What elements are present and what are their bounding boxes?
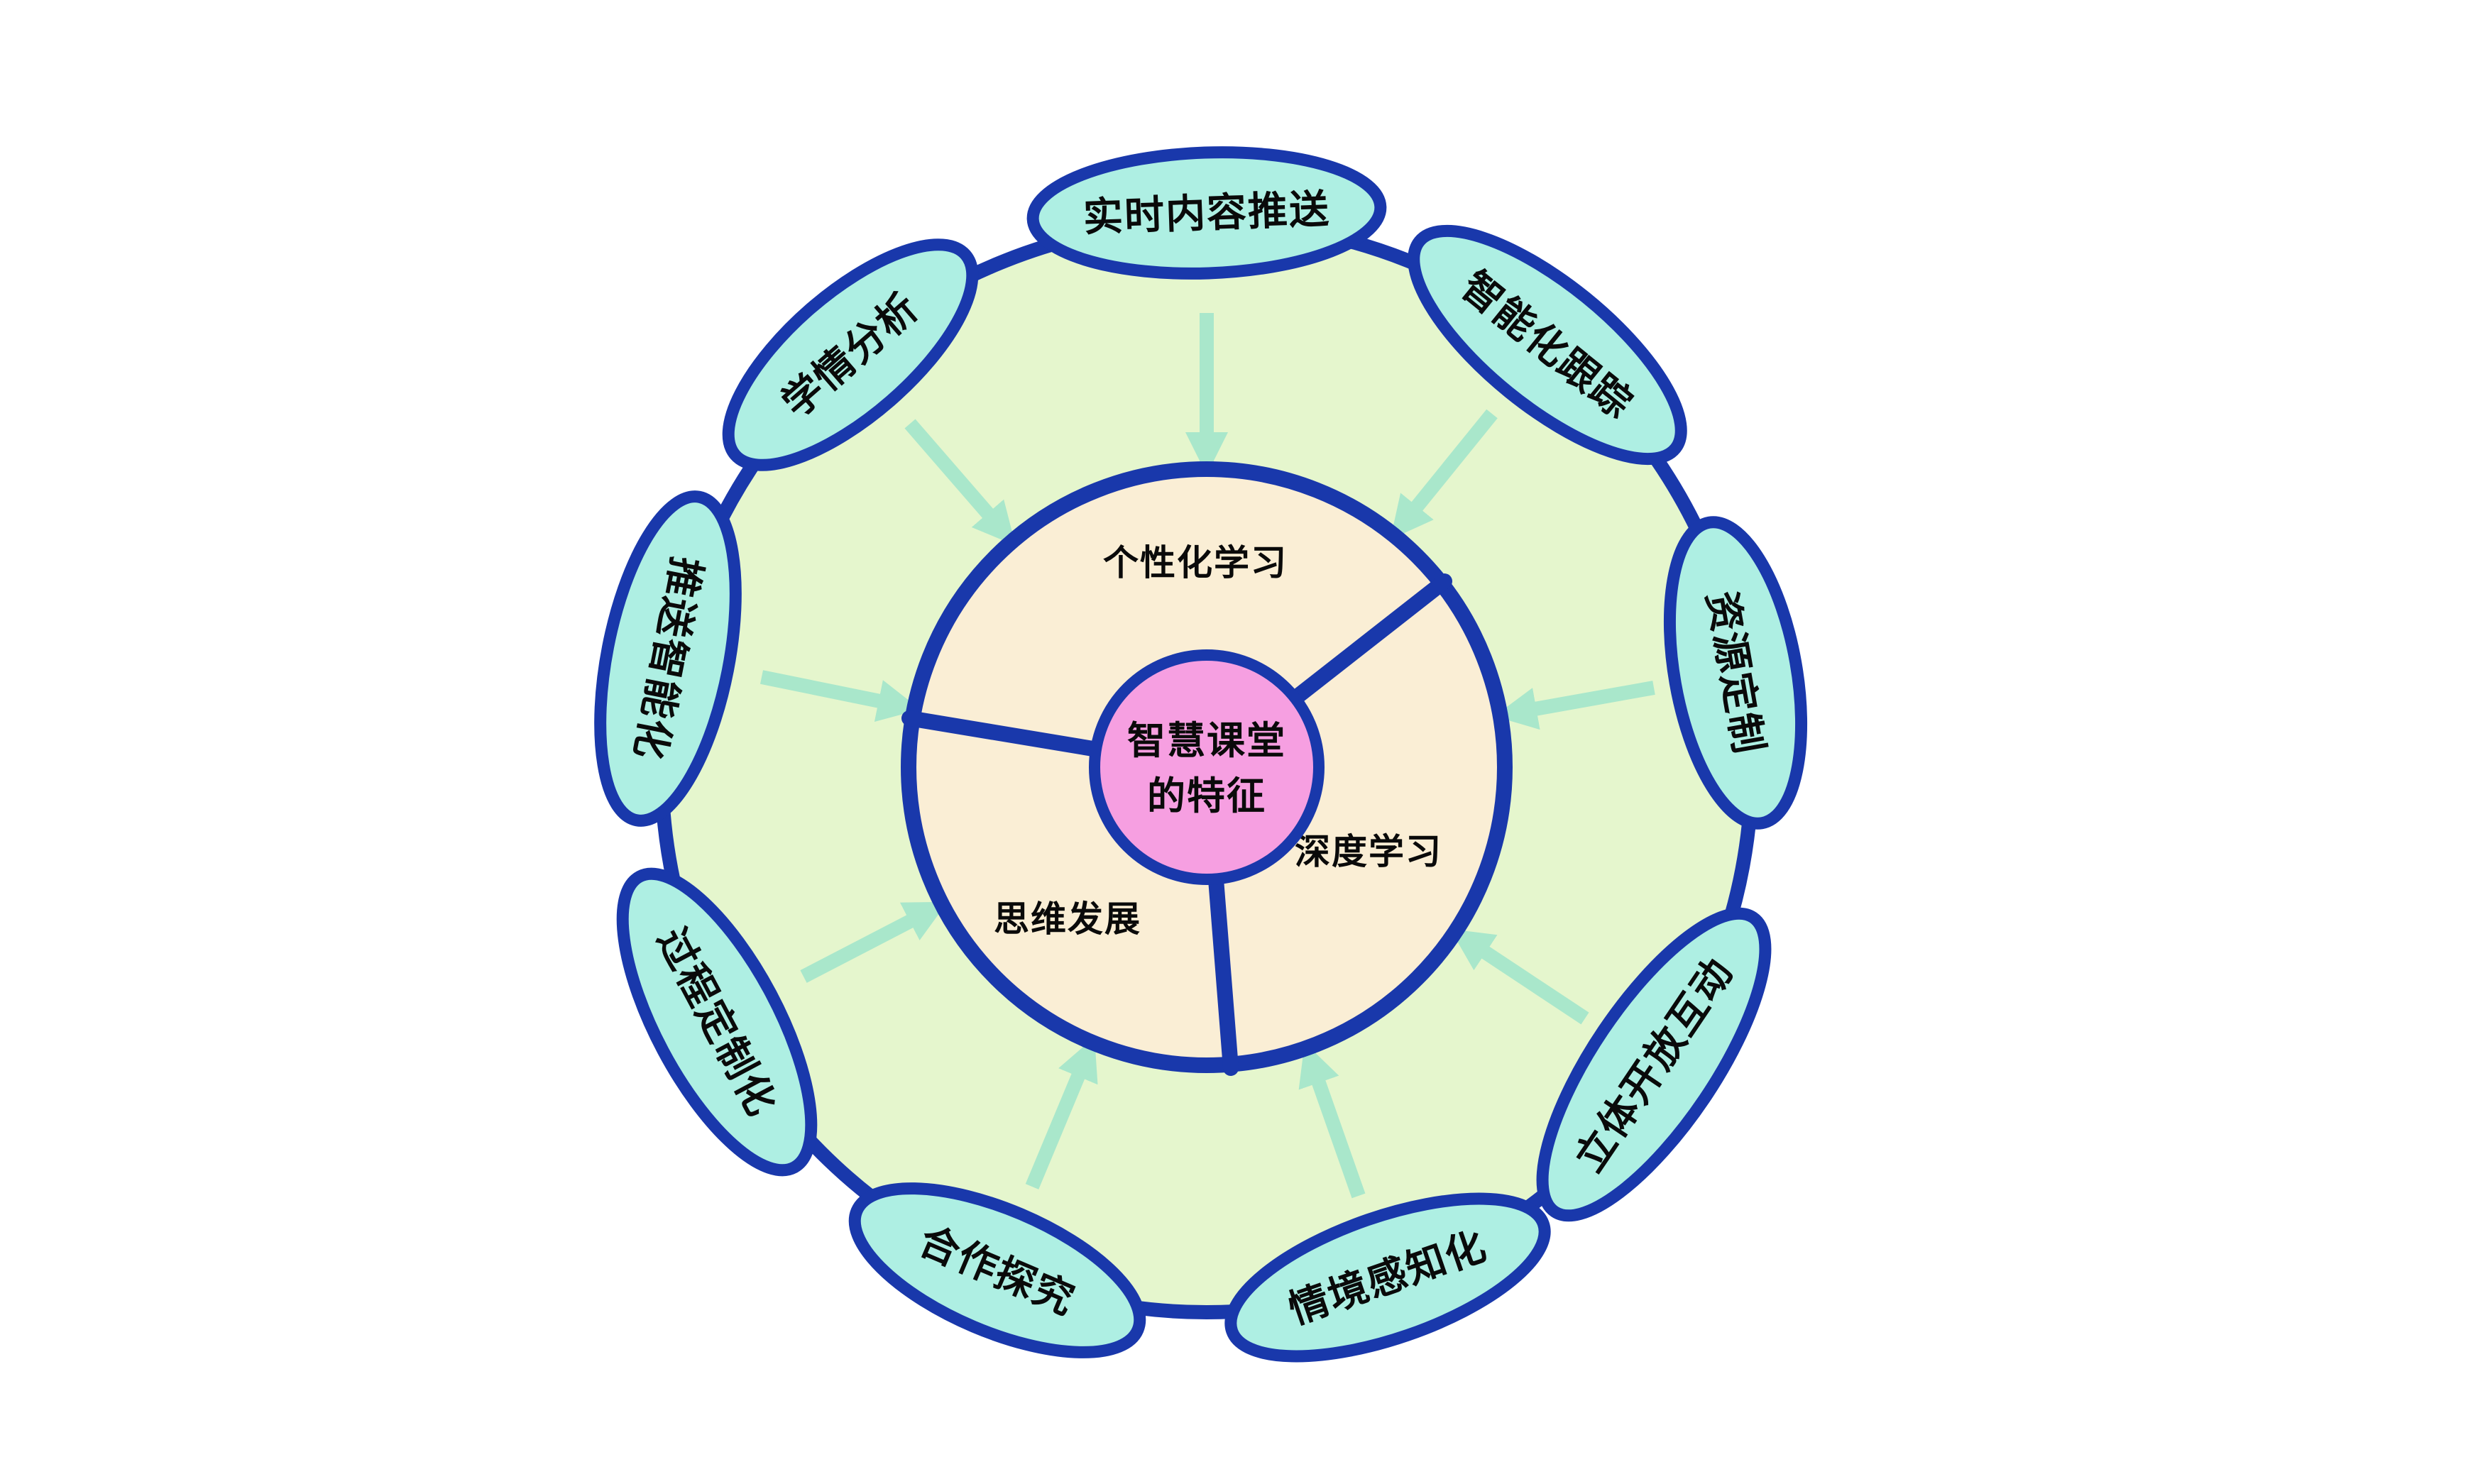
satellite-intelligent-push: 推送智能化: [594, 490, 742, 827]
satellite-realtime-content-push: 实时内容推送: [1026, 146, 1387, 280]
inward-arrow-top-left: [904, 419, 1016, 546]
inward-arrow-bottom-left: [800, 901, 948, 983]
sector-label-thinking-development: 思维发展: [994, 899, 1141, 939]
center-title-line1: 智慧课堂: [1127, 720, 1286, 762]
sector-label-personalized-learning: 个性化学习: [1103, 543, 1288, 583]
inward-arrow-bottom-left-center: [1025, 1037, 1098, 1189]
satellite-cooperative-inquiry: 合作探究: [848, 1182, 1146, 1358]
divider-upper-right: [1266, 573, 1452, 722]
satellite-ellipse: [1224, 1192, 1551, 1363]
satellite-resource-customization: 资源定制: [1663, 516, 1808, 830]
satellite-label: 实时内容推送: [1082, 186, 1331, 239]
satellite-ellipse: [1663, 516, 1808, 830]
sector-label-deep-learning: 深度学习: [1295, 832, 1442, 872]
center-circle: [1089, 649, 1325, 885]
satellite-ellipse: [1026, 146, 1387, 280]
divider-bottom: [1206, 845, 1239, 1076]
satellite-ellipse: [1408, 224, 1687, 466]
inward-arrow-bottom-right-center: [1298, 1043, 1366, 1199]
divider-left: [901, 710, 1131, 762]
inward-arrows: [760, 313, 1655, 1199]
sector-dividers: [901, 573, 1452, 1076]
satellite-ellipse: [594, 490, 742, 827]
inward-arrow-bottom-right: [1449, 929, 1589, 1025]
center-title-line2: 的特征: [1147, 775, 1266, 818]
satellites: 实时内容推送 学情分析 智能化跟踪 资源定制 立体开放互动 情境感知化: [594, 146, 1808, 1363]
inward-arrow-top-right: [1390, 409, 1498, 539]
satellite-ellipse: [1536, 907, 1772, 1222]
satellite-context-awareness: 情境感知化: [1224, 1192, 1551, 1363]
satellite-ellipse: [616, 867, 818, 1177]
inward-arrow-left: [760, 670, 921, 722]
inward-arrow-right: [1494, 681, 1655, 730]
